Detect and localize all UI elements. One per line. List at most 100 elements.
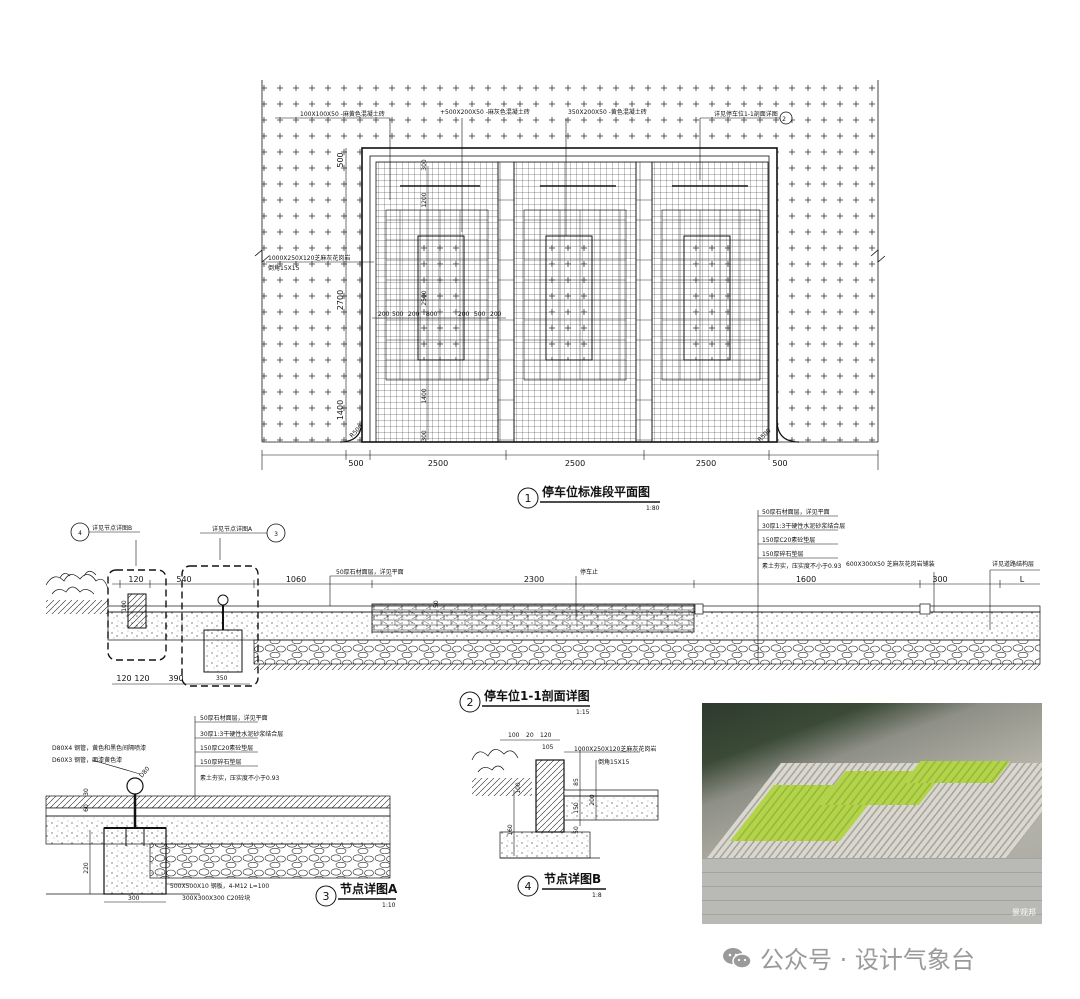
dim-vert-1: 300 xyxy=(421,159,428,171)
dim-vert-2: 1200 xyxy=(421,192,428,207)
label-section-ref: 详见停车位1-1剖面详图 xyxy=(714,110,778,118)
detail-b-dim-s3: 200 xyxy=(589,794,596,806)
section-dim-5: 1600 xyxy=(796,575,816,584)
detail-a-plate: 500X500X10 钢板，4-M12 L=100 xyxy=(170,882,269,890)
detail-b-dim-s4: 100 xyxy=(515,782,522,794)
dim-left-1: 500 xyxy=(336,152,345,167)
dim-vert-3: 2500 xyxy=(421,290,428,305)
section-dim-b1: 120 xyxy=(116,674,131,683)
detail-a-dim-4: 30 xyxy=(83,788,90,796)
section-dim-3: 1060 xyxy=(286,575,306,584)
detail-a-title: 节点详图A xyxy=(340,881,398,896)
photo-pavement xyxy=(702,858,1042,924)
section-title: 停车位1-1剖面详图 xyxy=(484,688,590,703)
section-mark: 2 xyxy=(782,116,786,123)
wechat-footer: 公众号 · 设计气象台 xyxy=(722,940,975,975)
plan-drawing xyxy=(254,80,886,470)
detail-b-curb: 1000X250X120芝麻灰花岗岩 xyxy=(574,745,656,753)
section-dim-1: 120 xyxy=(128,575,143,584)
site-photo: 景观邦 xyxy=(702,703,1042,924)
section-drawing xyxy=(45,510,1041,687)
detail-a-dim-1: 220 xyxy=(83,862,90,874)
dim-mid-2: 500 xyxy=(392,311,404,318)
detail-a-pipe-dim: D80 xyxy=(138,765,151,779)
section-labels: 4 详见节点详图B 3 详见节点详图A 50厚石材面层，详见平面 30厚1:3干… xyxy=(78,508,1034,683)
detail-b-title: 节点详图B xyxy=(544,871,601,886)
section-dim-b3: 390 xyxy=(168,674,183,683)
grass-strip-3 xyxy=(903,761,1011,783)
detail-a-pipe-2: D60X3 钢管，面漆黄色漆 xyxy=(52,756,122,764)
dim-mid-7: 200 xyxy=(490,311,502,318)
dim-mid-3: 200 xyxy=(408,311,420,318)
section-dim-7: L xyxy=(1020,575,1025,584)
detail-b-title-block: 4 节点详图B 1:8 xyxy=(517,871,606,899)
section-dim-b2: 120 xyxy=(134,674,149,683)
detail-b-dim-t3: 120 xyxy=(540,732,552,739)
detail-a-pipe-1: D80X4 钢管，黄色和黑色间隔喷漆 xyxy=(52,744,146,752)
detail-b-scale: 1:8 xyxy=(592,892,602,899)
detail-a-block: 300X300X300 C20砼块 xyxy=(182,894,250,902)
detail-a-layer-2: 30厚1:3干硬性水泥砂浆结合层 xyxy=(200,730,283,738)
photo-watermark: 景观邦 xyxy=(1012,908,1036,917)
dim-vert-5: 300 xyxy=(421,430,428,442)
dim-left-2: 2700 xyxy=(336,290,345,310)
dim-mid-4: 800 xyxy=(426,311,438,318)
dim-bottom-3: 2500 xyxy=(565,459,585,468)
detail-a-scale: 1:10 xyxy=(382,902,396,909)
plan-title: 停车位标准段平面图 xyxy=(542,484,650,499)
plan-title-block: 1 停车位标准段平面图 1:80 xyxy=(517,484,660,512)
detail-b-dim-s5: 160 xyxy=(507,824,514,836)
section-dim-2: 540 xyxy=(176,575,191,584)
label-chamfer: 倒角15X15 xyxy=(268,264,300,272)
detail-b-dim-s6: 50 xyxy=(573,826,580,834)
detail-b-chamfer: 倒角15X15 xyxy=(598,758,630,766)
dim-bottom-2: 2500 xyxy=(428,459,448,468)
detail-b-index: 4 xyxy=(525,880,532,893)
callout-left-text: 详见节点详图B xyxy=(92,524,132,532)
detail-a-labels: D80X4 钢管，黄色和黑色间隔喷漆 D60X3 钢管，面漆黄色漆 D80 50… xyxy=(52,714,283,902)
section-layer-1: 50厚石材面层，详见平面 xyxy=(762,508,830,516)
section-index: 2 xyxy=(467,696,474,709)
plan-scale: 1:80 xyxy=(646,505,660,512)
label-paver-350: 350X200X50 -黄色混凝土砖 xyxy=(568,108,647,116)
plan-index: 1 xyxy=(525,492,532,505)
section-stop: 停车止 xyxy=(580,568,598,576)
detail-b-dim-t1: 100 xyxy=(508,732,520,739)
callout-right-text: 详见节点详图A xyxy=(212,525,253,533)
section-dim-6: 300 xyxy=(932,575,947,584)
detail-a-layer-3: 150厚C20素砼垫层 xyxy=(200,744,253,752)
section-scale: 1:15 xyxy=(576,709,590,716)
wechat-account-name: 公众号 · 设计气象台 xyxy=(760,946,975,974)
dim-bottom-5: 500 xyxy=(772,459,787,468)
section-left-dim-1: 100 xyxy=(121,600,128,612)
detail-a-title-block: 3 节点详图A 1:10 xyxy=(315,881,398,909)
detail-b-dim-t4: 105 xyxy=(542,744,554,751)
section-paver-600: 600X300X50 芝麻灰花岗岩铺装 xyxy=(846,560,935,568)
detail-b-dim-s2: 150 xyxy=(573,802,580,814)
label-paver-500: +500X200X50 -麻灰色混凝土砖 xyxy=(440,108,530,116)
section-layer-3: 150厚C20素砼垫层 xyxy=(762,536,815,544)
section-mid-dim: 50 xyxy=(433,600,440,608)
section-pave-note: 50厚石材面层，详见平面 xyxy=(336,568,404,576)
detail-b-labels: 100 20 120 105 1000X250X120芝麻灰花岗岩 倒角15X1… xyxy=(507,732,656,836)
dim-mid-6: 500 xyxy=(474,311,486,318)
section-layer-4: 150厚碎石垫层 xyxy=(762,550,803,558)
dim-bottom-1: 500 xyxy=(348,459,363,468)
detail-a-dim-3: 60 xyxy=(83,804,90,812)
label-paver-100: 100X100X50 -麻黄色混凝土砖 xyxy=(300,110,385,118)
detail-a-drawing xyxy=(45,716,391,903)
section-detail-l: 详见道路结构层 xyxy=(992,560,1034,568)
section-layer-5: 素土夯实，压实度不小于0.93 xyxy=(762,562,842,570)
detail-b-dim-s1: 85 xyxy=(573,778,580,786)
dim-bottom-4: 2500 xyxy=(696,459,716,468)
label-curb: 1000X250X120芝麻灰花岗岩 xyxy=(268,254,350,262)
section-title-block: 2 停车位1-1剖面详图 1:15 xyxy=(459,688,590,716)
dim-mid-5: 200 xyxy=(458,311,470,318)
plan-labels: 100X100X50 -麻黄色混凝土砖 +500X200X50 -麻灰色混凝土砖… xyxy=(268,108,788,468)
section-left-dim-2: 350 xyxy=(216,675,228,682)
detail-b-drawing xyxy=(471,739,659,859)
dim-mid-1: 200 xyxy=(378,311,390,318)
wechat-icon xyxy=(722,946,752,970)
detail-a-layer-5: 素土夯实，压实度不小于0.93 xyxy=(200,774,280,782)
